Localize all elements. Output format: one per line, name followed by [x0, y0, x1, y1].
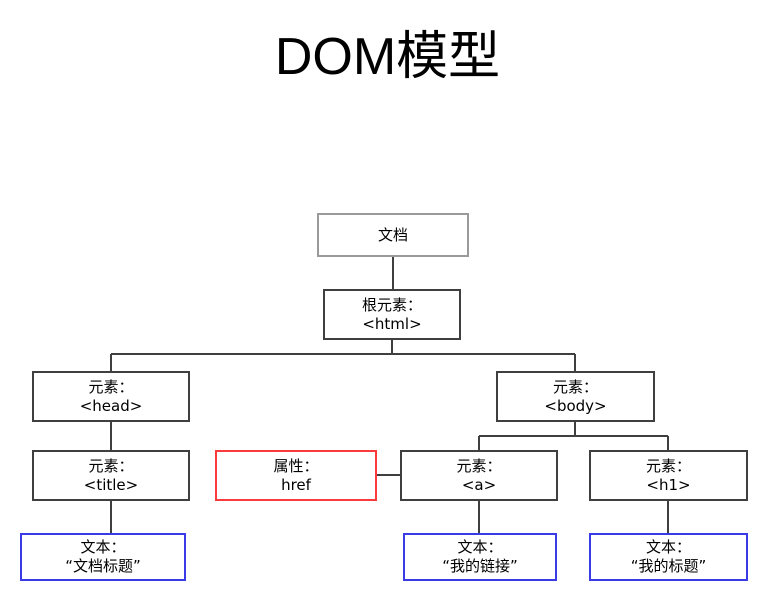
node-body-line2: <body> [544, 396, 607, 415]
node-html-line2: <html> [362, 314, 422, 333]
node-head-line2: <head> [79, 396, 143, 415]
node-text-my-heading-line2: “我的标题” [630, 557, 707, 575]
edge-html-branch [110, 340, 576, 371]
node-text-document-title-line1: 文本： [80, 539, 126, 556]
node-document[interactable]: 文档 [317, 213, 469, 257]
node-h1-line2: <h1> [646, 475, 691, 494]
node-text-my-heading-line1: 文本： [645, 539, 691, 556]
node-head-line1: 元素： [88, 378, 134, 396]
node-text-document-title[interactable]: 文本： “文档标题” [20, 533, 186, 581]
node-anchor-line2: <a> [461, 475, 497, 494]
node-document-line1: 文档 [377, 226, 408, 244]
node-title[interactable]: 元素： <title> [32, 450, 190, 501]
node-html-line1: 根元素： [361, 296, 422, 314]
node-head[interactable]: 元素： <head> [32, 371, 190, 422]
node-text-document-title-line2: “文档标题” [65, 557, 141, 575]
node-title-line1: 元素： [88, 457, 134, 475]
node-attribute-href-line2: href [281, 475, 311, 494]
node-anchor[interactable]: 元素： <a> [400, 450, 558, 501]
node-text-my-link-line2: “我的链接” [442, 557, 518, 575]
node-html[interactable]: 根元素： <html> [323, 289, 461, 340]
edge-body-branch [478, 422, 669, 450]
node-body[interactable]: 元素： <body> [496, 371, 655, 422]
node-text-my-link-line1: 文本： [457, 539, 503, 556]
node-attribute-href-line1: 属性： [273, 457, 319, 475]
node-title-line2: <title> [83, 475, 139, 494]
node-text-my-link[interactable]: 文本： “我的链接” [403, 533, 557, 581]
node-attribute-href[interactable]: 属性： href [215, 450, 377, 501]
node-h1-line1: 元素： [645, 457, 691, 475]
node-body-line1: 元素： [552, 378, 598, 396]
page-title: DOM模型 [274, 28, 501, 86]
node-h1[interactable]: 元素： <h1> [589, 450, 748, 501]
node-anchor-line1: 元素： [456, 457, 502, 475]
node-text-my-heading[interactable]: 文本： “我的标题” [589, 533, 748, 581]
